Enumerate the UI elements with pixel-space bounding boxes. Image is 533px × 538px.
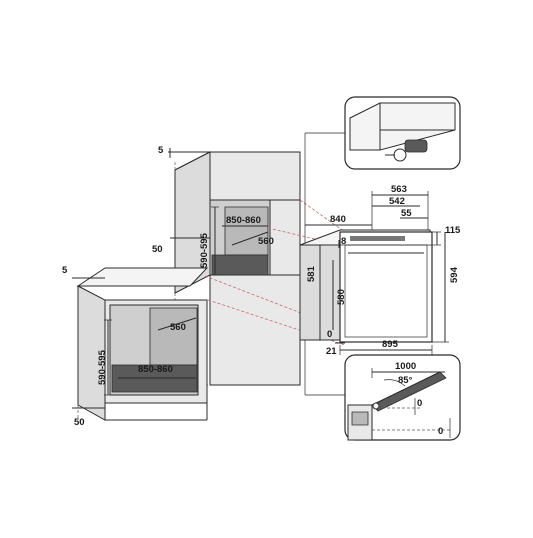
- connection-detail-inset: [304, 96, 461, 396]
- oven-unit: [299, 229, 433, 343]
- upper-height-label: 590-595: [199, 232, 210, 268]
- oven-offset-0-label: 0: [327, 329, 332, 340]
- oven-dimensions: 563 542 55 840 115 594 8 581 580 895 0 2…: [305, 184, 461, 357]
- lower-cabinet: [76, 267, 209, 421]
- lower-panel-5-label: 5: [62, 265, 68, 276]
- lower-depth-label: 560: [170, 322, 186, 333]
- upper-cabinet-front-top: [209, 151, 301, 201]
- lower-niche-back: [149, 307, 198, 366]
- door-clearance-label: 1000: [395, 361, 416, 372]
- lower-cabinet-top: [76, 267, 209, 287]
- door-gap-a-label: 0: [417, 398, 422, 409]
- oven-offset-21-label: 21: [326, 346, 337, 357]
- oven-front: [339, 231, 433, 343]
- oven-depth-total-label: 563: [391, 184, 407, 195]
- lower-width-label: 850-860: [138, 364, 173, 375]
- lower-cabinet-dimensions: 5 50 590-595 850-860 560: [62, 265, 197, 428]
- upper-cabinet-dimensions: 5 50 590-595 850-860 560: [152, 145, 274, 276]
- upper-niche-floor: [211, 254, 269, 276]
- upper-cabinet-front-bottom: [209, 274, 301, 386]
- upper-width-label: 850-860: [226, 215, 261, 226]
- door-opening-inset: 1000 85° 0 0: [344, 354, 461, 441]
- oven-body-height-label: 581: [306, 265, 317, 282]
- upper-panel-5-label: 5: [158, 145, 164, 156]
- upper-panel-50-label: 50: [152, 244, 163, 255]
- upper-depth-label: 560: [258, 236, 274, 247]
- oven-depth-body-label: 542: [389, 196, 405, 207]
- lower-panel-50-label: 50: [74, 417, 85, 428]
- door-angle-arc: [383, 379, 406, 387]
- door-gap-b-label: 0: [438, 426, 443, 437]
- door-angle-label: 85°: [398, 375, 413, 386]
- connection-fitting: [404, 139, 428, 153]
- oven-panel-top-label: 115: [445, 225, 461, 236]
- oven-gap-8-label: 8: [341, 236, 346, 247]
- oven-control-strip: [350, 236, 405, 241]
- oven-front-width-label: 895: [382, 339, 399, 350]
- lower-height-label: 590-595: [97, 349, 108, 385]
- oven-front-height-label: 594: [449, 266, 460, 283]
- upper-cabinet-right-side: [269, 199, 301, 276]
- door-inset-recess: [351, 411, 369, 426]
- oven-depth-front-label: 55: [401, 208, 412, 219]
- oven-width-body-label: 840: [330, 214, 346, 225]
- oven-inner-height-label: 580: [336, 289, 347, 305]
